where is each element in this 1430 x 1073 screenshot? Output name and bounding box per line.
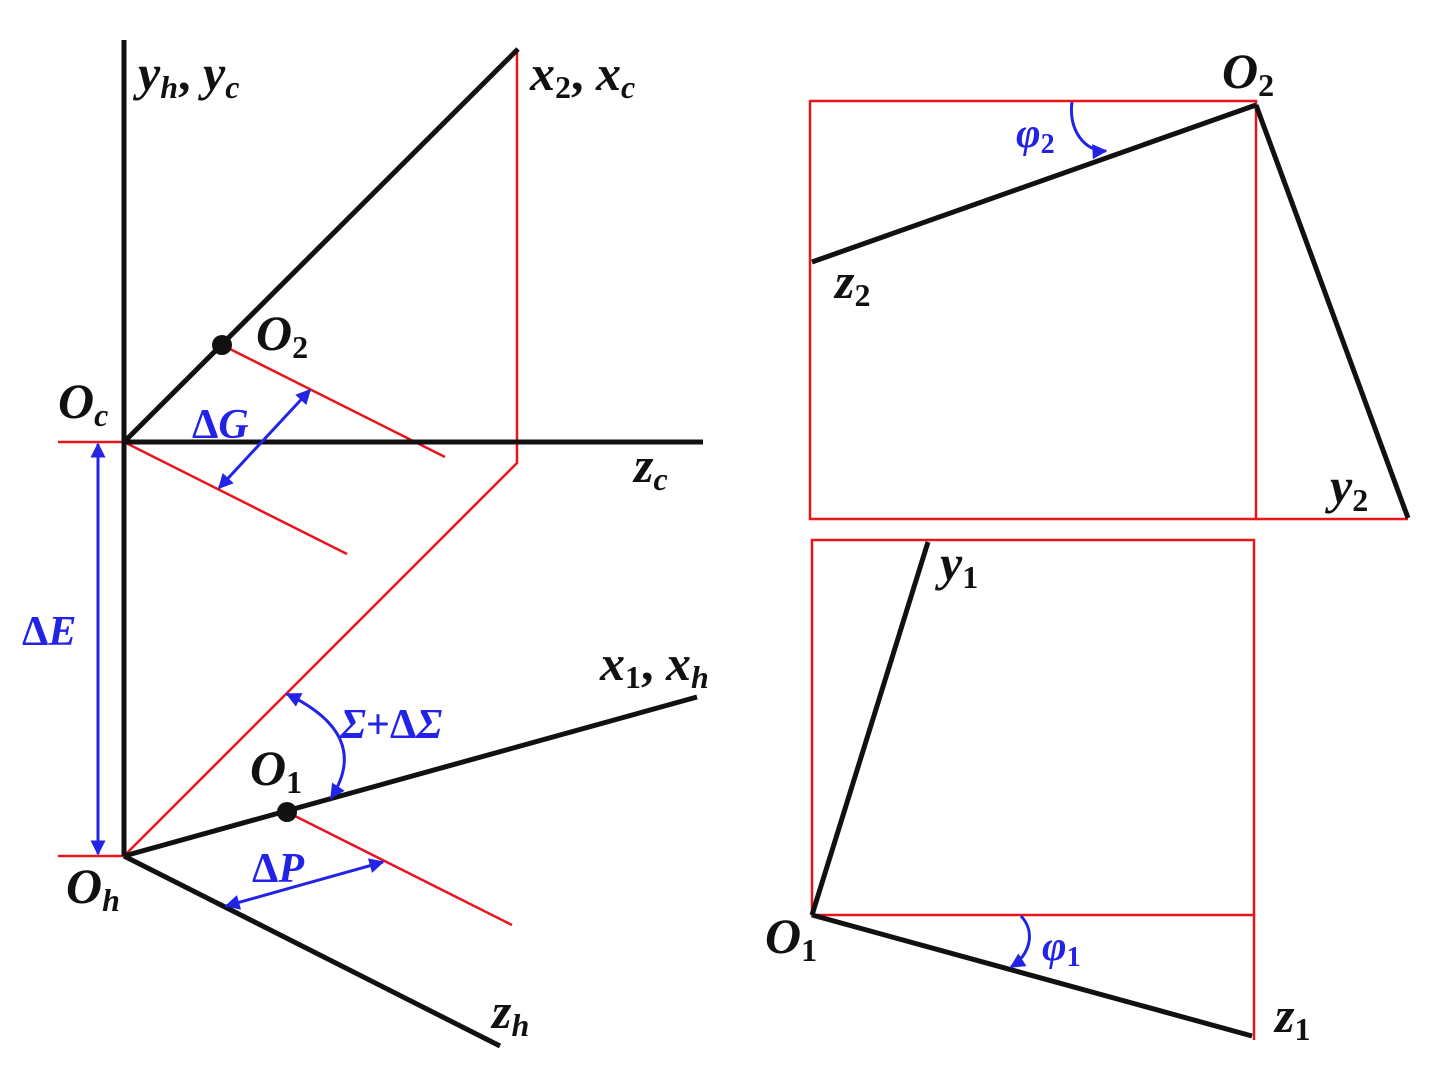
z2-axis-label: z2 xyxy=(833,253,870,313)
right-bottom-panel: O1 y1 z1 φ1 xyxy=(765,535,1310,1047)
o1-point xyxy=(277,802,297,822)
gear1-frame-rect xyxy=(810,538,1256,917)
z2-axis xyxy=(811,102,1257,265)
y2-axis-label: y2 xyxy=(1325,458,1368,518)
left-construction-lines xyxy=(58,52,519,927)
delta-e-label: ΔE xyxy=(22,609,76,655)
oh-point-label: Oh xyxy=(66,858,120,918)
o1-normal-line xyxy=(286,810,513,927)
delta-g-dimension-arrow xyxy=(217,388,312,490)
zh-axis xyxy=(122,853,502,1049)
right-top-panel: O2 z2 y2 φ2 xyxy=(808,43,1411,521)
yh-yc-axis-label: yh, yc xyxy=(133,45,239,105)
phi1-label: φ1 xyxy=(1042,924,1081,973)
left-dimensions xyxy=(90,388,385,910)
x2-xc-axis xyxy=(122,47,520,444)
x1-xh-axis-label: x1, xh xyxy=(599,635,709,695)
oc-point-label: Oc xyxy=(58,373,108,433)
x1-xh-axis xyxy=(123,694,698,859)
z1-axis xyxy=(811,912,1253,1039)
o2-point-label: O2 xyxy=(256,305,308,365)
zigzag-projection-line xyxy=(123,52,519,857)
phi2-label: φ2 xyxy=(1016,111,1055,160)
sigma-angle-arc xyxy=(285,692,346,800)
y1-axis xyxy=(809,541,931,916)
o2-normal-line xyxy=(221,343,446,459)
phi2-angle-arc xyxy=(1069,101,1108,160)
o1-point-label: O1 xyxy=(250,740,302,800)
gear2-frame-rect xyxy=(808,99,1258,521)
x2-xc-axis-label: x2, xc xyxy=(529,45,635,105)
y2-axis xyxy=(1253,104,1411,519)
phi1-angle-arc xyxy=(1009,914,1031,969)
o2-origin-label: O2 xyxy=(1222,43,1274,103)
o1-origin-label: O1 xyxy=(765,908,817,968)
o2-point xyxy=(212,335,232,355)
z1-axis-label: z1 xyxy=(1273,987,1310,1047)
left-axes xyxy=(121,39,704,1049)
y1-axis-label: y1 xyxy=(935,535,978,595)
delta-g-label: ΔG xyxy=(192,402,249,448)
zh-axis-label: zh xyxy=(490,983,529,1043)
delta-p-label: ΔP xyxy=(252,846,304,892)
left-panel: yh, yc x2, xc zc x1, xh zh Oc Oh O2 O1 Δ… xyxy=(22,39,709,1049)
delta-p-dimension-arrow xyxy=(224,858,385,910)
sigma-angle-label: Σ+ΔΣ xyxy=(339,702,442,748)
oc-normal-line xyxy=(123,440,348,556)
zc-axis-label: zc xyxy=(632,437,668,497)
